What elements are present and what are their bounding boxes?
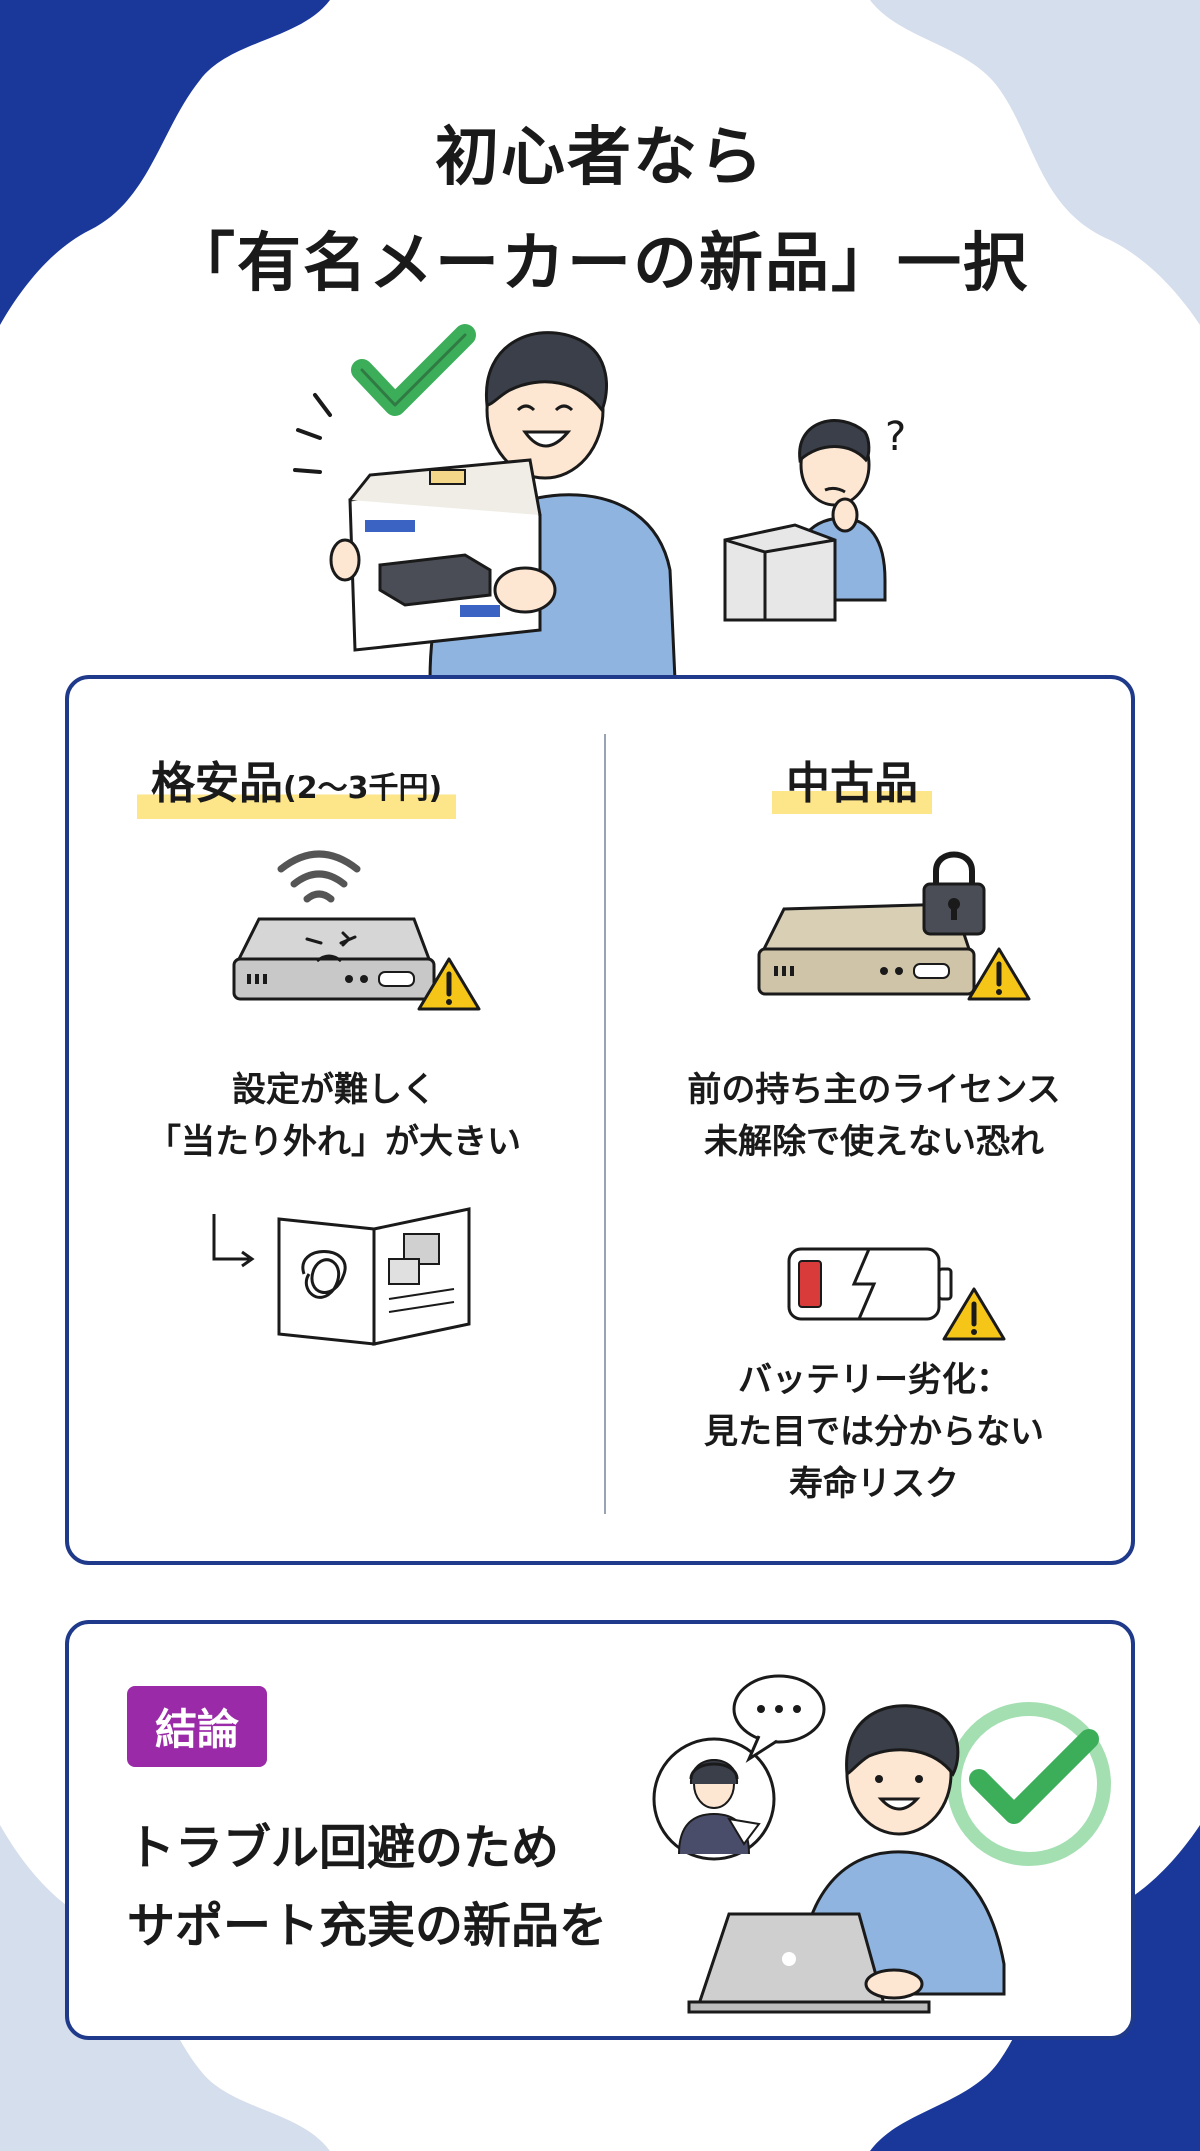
battery-desc-line-1: バッテリー劣化：	[738, 1360, 1010, 1400]
confusing-manual-illustration	[212, 1207, 471, 1346]
conclusion-text: トラブル回避のため サポート充実の新品を	[127, 1809, 607, 1965]
support-operator-icon	[652, 1737, 776, 1861]
cheap-product-label: 格安品	[151, 758, 283, 809]
used-product-heading: 中古品	[772, 754, 932, 814]
check-mark-icon	[351, 324, 476, 416]
angry-router-illustration	[232, 850, 481, 1011]
hero-illustration: ?	[293, 324, 906, 680]
title-line-2: 「有名メーカーの新品」一択	[171, 227, 1029, 301]
cardboard-box-icon	[723, 523, 837, 622]
battery-desc-line-2: 見た目では分からない	[704, 1412, 1044, 1452]
lock-icon	[922, 851, 986, 936]
conclusion-line-1: トラブル回避のため	[127, 1820, 560, 1876]
router-box-icon	[329, 458, 557, 652]
check-circle-icon	[947, 1702, 1111, 1866]
corner-blob-top-right	[870, 0, 1200, 325]
battery-desc-line-3: 寿命リスク	[789, 1464, 959, 1504]
used-product-label: 中古品	[786, 758, 918, 809]
comparison-card: 格安品(2〜3千円) 設定が難しく 「当たり外れ」が大きい	[65, 675, 1135, 1565]
used-product-license-description: 前の持ち主のライセンス 未解除で使えない恐れ	[634, 1064, 1114, 1168]
locked-used-router-illustration	[757, 851, 1031, 1001]
sparkle-lines-icon	[293, 393, 332, 474]
conclusion-line-2: サポート充実の新品を	[127, 1898, 608, 1954]
cheap-product-desc-line-2: 「当たり外れ」が大きい	[147, 1122, 521, 1162]
speech-bubble-icon	[732, 1674, 826, 1763]
warning-icon	[417, 957, 481, 1011]
low-battery-illustration	[787, 1247, 1006, 1341]
battery-icon	[787, 1247, 953, 1321]
manual-book-icon	[277, 1207, 471, 1346]
license-desc-line-1: 前の持ち主のライセンス	[687, 1070, 1061, 1110]
title-line-1: 初心者なら	[435, 121, 765, 195]
svg-text:?: ?	[885, 414, 906, 460]
used-router-icon	[757, 902, 976, 996]
conclusion-badge: 結論	[127, 1686, 268, 1767]
cheap-product-price-note: (2〜3千円)	[283, 771, 443, 806]
used-product-battery-description: バッテリー劣化： 見た目では分からない 寿命リスク	[634, 1354, 1114, 1510]
page-title: 初心者なら 「有名メーカーの新品」一択	[0, 105, 1200, 317]
license-desc-line-2: 未解除で使えない恐れ	[704, 1122, 1044, 1162]
corner-blob-top-left	[0, 0, 330, 325]
happy-person-laptop-icon	[687, 1704, 1006, 2014]
cheap-product-heading: 格安品(2〜3千円)	[137, 754, 457, 819]
column-divider	[604, 734, 606, 1514]
warning-icon	[942, 1287, 1006, 1341]
support-illustration	[652, 1674, 1111, 2014]
cheap-product-description: 設定が難しく 「当たり外れ」が大きい	[99, 1064, 569, 1168]
router-icon	[232, 917, 436, 1001]
conclusion-card: 結論 トラブル回避のため サポート充実の新品を	[65, 1620, 1135, 2040]
corner-blob-bottom-left	[0, 1825, 330, 2151]
warning-icon	[967, 947, 1031, 1001]
wifi-icon	[277, 850, 361, 903]
cheap-product-desc-line-1: 設定が難しく	[232, 1070, 436, 1110]
